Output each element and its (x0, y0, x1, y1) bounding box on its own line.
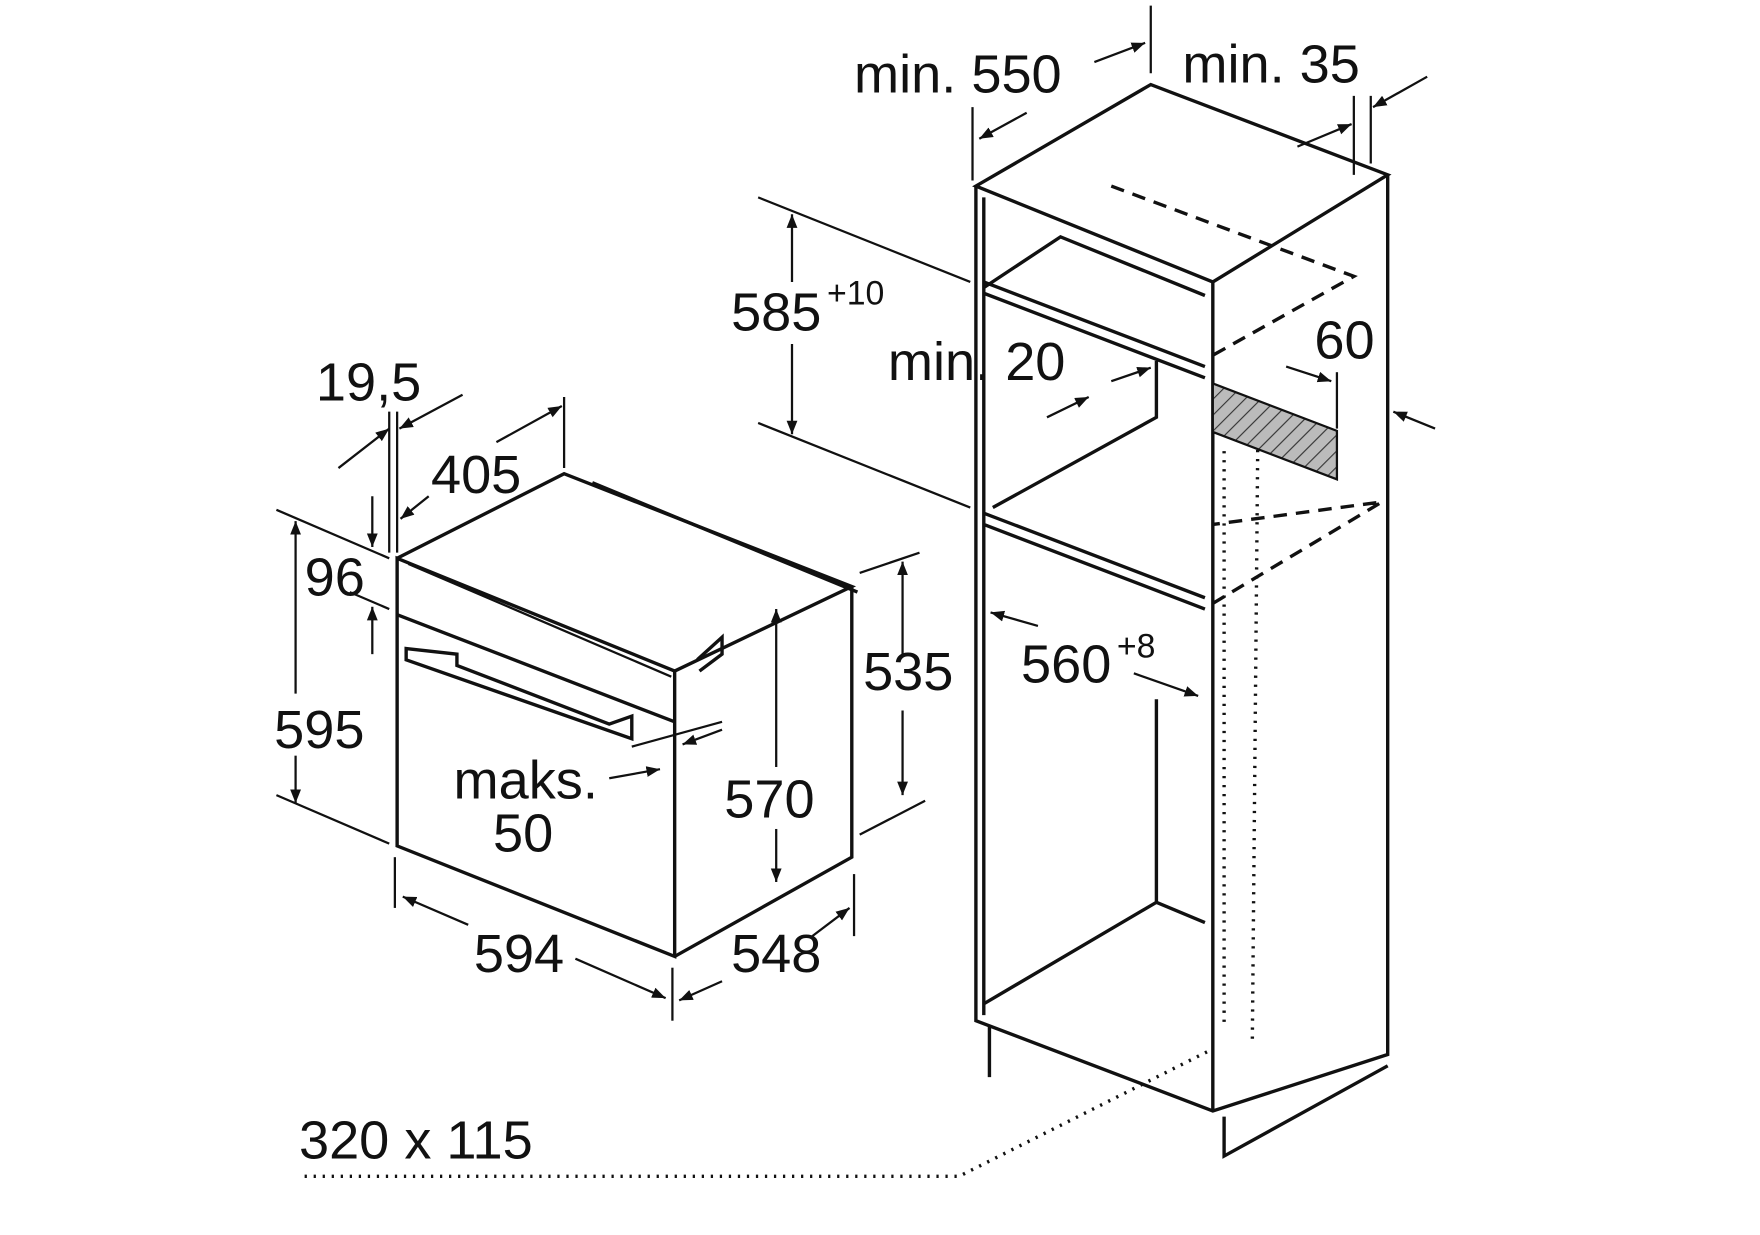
vent-opening-label: 320 x 115 (299, 1110, 533, 1170)
oven-drawing (395, 471, 859, 959)
oven-label-548: 548 (731, 924, 821, 984)
cabinet-label-min-20: min. 20 (888, 332, 1066, 392)
oven-dimension-lines (275, 393, 926, 1021)
oven-label-405: 405 (431, 445, 521, 505)
oven-label-maks: maks. (454, 751, 598, 811)
cabinet-label-560: 560 (1021, 634, 1111, 694)
oven-label-96: 96 (305, 548, 365, 608)
oven-label-595: 595 (274, 700, 364, 760)
cabinet-label-min-35: min. 35 (1182, 34, 1360, 94)
oven-label-594: 594 (474, 924, 564, 984)
cabinet-dimension-lines (304, 5, 1436, 1179)
cabinet-drawing (972, 82, 1392, 1159)
cabinet-label-585-tolerance: +10 (827, 275, 884, 313)
oven-label-535: 535 (863, 642, 953, 702)
cabinet-label-585: 585 (731, 282, 821, 342)
oven-label-19-5: 19,5 (316, 352, 421, 412)
cabinet-label-560-tolerance: +8 (1117, 628, 1156, 666)
oven-label-50: 50 (493, 804, 553, 864)
cabinet-label-60: 60 (1314, 311, 1374, 371)
cabinet-label-min-550: min. 550 (854, 44, 1062, 104)
oven-label-570: 570 (724, 770, 814, 830)
